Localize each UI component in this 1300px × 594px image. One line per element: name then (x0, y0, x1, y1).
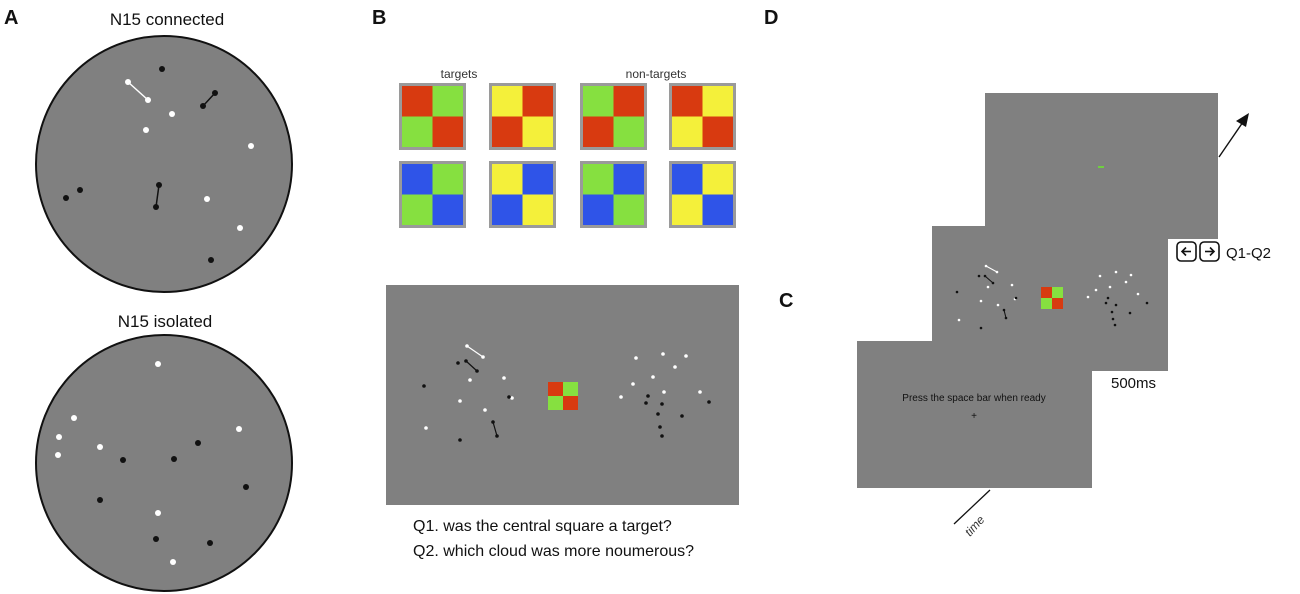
target-yellow-blue (489, 161, 556, 228)
target-yellow-red (489, 83, 556, 150)
time-label: time (962, 513, 988, 539)
targets-label: targets (441, 67, 478, 81)
response-label: Q1-Q2 (1226, 245, 1271, 262)
nontarget-red-yellow (669, 83, 736, 150)
fixation-cross: + (971, 411, 977, 422)
question-2: Q2. which cloud was more noumerous? (413, 543, 694, 560)
target-blue-green (399, 161, 466, 228)
nontarget-green-blue (580, 161, 647, 228)
duration-label: 500ms (1111, 375, 1156, 392)
time-axis: time (953, 489, 991, 539)
response-screen (985, 93, 1218, 239)
nontarget-green-red (580, 83, 647, 150)
isolated-circle (35, 334, 293, 592)
nontargets-label: non-targets (626, 67, 687, 81)
question-1: Q1. was the central square a target? (413, 518, 672, 535)
connected-title: N15 connected (110, 10, 224, 29)
panel-letter-c: C (779, 290, 793, 312)
isolated-title: N15 isolated (118, 312, 213, 331)
connected-circle (35, 35, 293, 293)
ready-screen: Press the space bar when ready + (857, 341, 1092, 488)
arrow-icon (1218, 113, 1249, 158)
nontarget-blue-yellow (669, 161, 736, 228)
target-red-green (399, 83, 466, 150)
ready-text: Press the space bar when ready (902, 393, 1045, 404)
left-arrow-key-icon (1176, 241, 1197, 262)
panel-letter-b: B (372, 7, 386, 29)
trial-display-example (386, 285, 739, 505)
panel-letter-d: D (764, 7, 778, 29)
panel-letter-a: A (4, 7, 18, 29)
right-arrow-key-icon (1199, 241, 1220, 262)
